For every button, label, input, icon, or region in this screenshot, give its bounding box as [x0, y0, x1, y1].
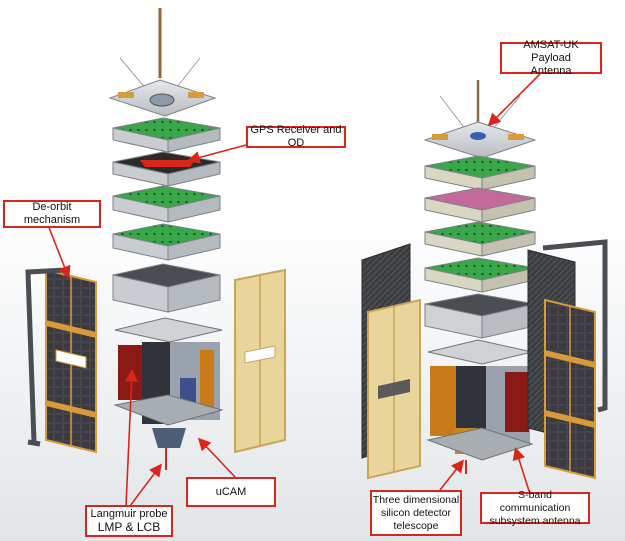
- gps-receiver-label: GPS Receiver and OD: [246, 124, 346, 149]
- arrow-langmuir-2: [129, 463, 162, 507]
- amsat-label-line2: Antenna: [530, 64, 572, 77]
- telescope-label-line3: telescope: [393, 519, 439, 532]
- langmuir-label-line2: LMP & LCB: [97, 520, 161, 534]
- sband-label-line1: S-band communication: [499, 488, 571, 514]
- arrow-ucam: [197, 437, 237, 479]
- callout-arrows: [47, 73, 541, 507]
- module-tray-r1: [424, 155, 536, 191]
- telescope-label-line2: silicon detector: [380, 506, 452, 519]
- main-body: [113, 317, 224, 470]
- telescope-label: Three dimensional silicon detector teles…: [370, 490, 462, 536]
- sband-label-line2: subsystem antenna: [489, 514, 581, 527]
- front-solar-panel-left: [367, 298, 421, 480]
- right-solar-panel: [234, 268, 286, 454]
- amsat-label-line1: AMSAT-UK Payload: [523, 38, 579, 64]
- arrow-sband: [512, 446, 531, 495]
- arrow-langmuir-1: [125, 368, 138, 507]
- ucam-label: uCAM: [186, 477, 276, 507]
- arrow-deorbit: [47, 224, 71, 279]
- deorbit-mechanism-label: De-orbit mechanism: [3, 200, 101, 228]
- arrow-gps: [186, 144, 247, 164]
- module-tray-4: [112, 223, 221, 261]
- langmuir-label-line1: Langmuir probe: [90, 508, 168, 520]
- module-tray-5: [112, 263, 221, 313]
- left-satellite: [25, 8, 286, 470]
- langmuir-probe-label: Langmuir probe LMP & LCB: [85, 505, 173, 537]
- front-solar-panel-right: [544, 298, 596, 480]
- module-tray-3: [112, 185, 221, 223]
- module-tray-r4: [424, 257, 536, 293]
- arrow-telescope: [439, 459, 464, 491]
- gps-label-text: GPS Receiver and OD: [250, 124, 342, 149]
- deorbit-label-text: De-orbit mechanism: [23, 201, 81, 226]
- arrow-amsat: [487, 73, 541, 127]
- module-tray-r2: [424, 187, 536, 223]
- amsat-payload-label: AMSAT-UK Payload Antenna: [500, 38, 602, 77]
- module-tray-r5: [424, 293, 536, 339]
- module-tray-1: [112, 117, 221, 153]
- telescope-label-line1: Three dimensional: [372, 493, 460, 506]
- top-plate-right: [423, 121, 537, 159]
- top-plate: [108, 79, 217, 117]
- deorbit-frame: [25, 267, 67, 443]
- main-body-right: [426, 339, 534, 474]
- sband-antenna-label: S-band communication subsystem antenna: [480, 488, 590, 527]
- left-solar-panel: [45, 268, 97, 454]
- ucam-label-text: uCAM: [215, 485, 247, 498]
- module-tray-gps: [112, 151, 221, 187]
- module-tray-r3: [424, 221, 536, 257]
- right-satellite: [361, 80, 608, 480]
- sband-frame: [542, 239, 608, 413]
